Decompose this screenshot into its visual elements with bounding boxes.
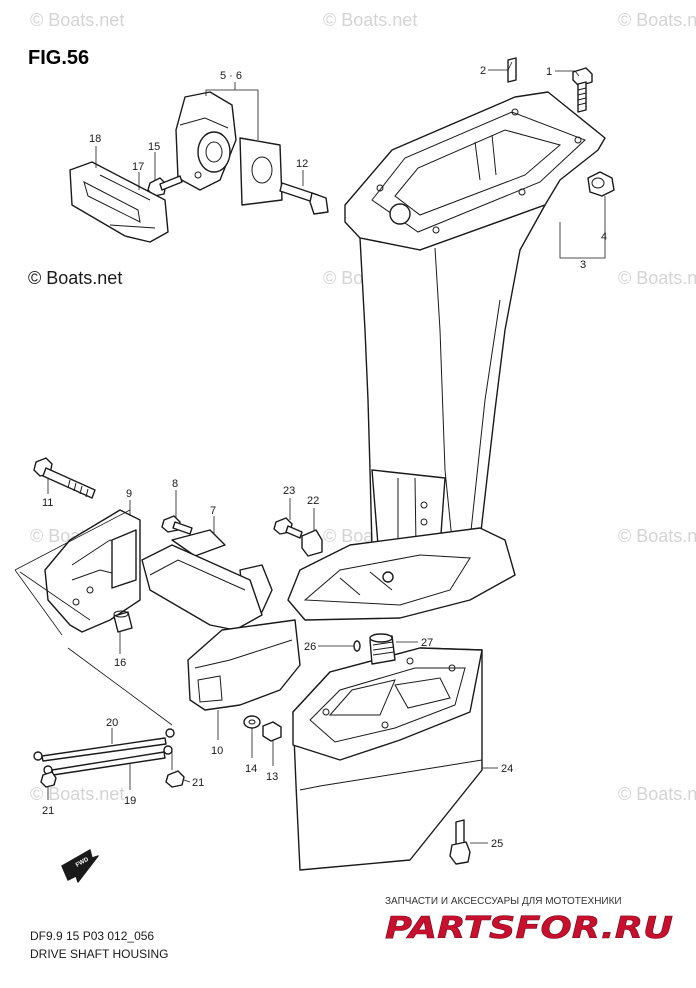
upper-mount-part-5-6 bbox=[175, 91, 237, 191]
nut-part-13 bbox=[262, 721, 282, 742]
callout-15: 15 bbox=[148, 141, 160, 153]
figure-title: FIG.56 bbox=[28, 47, 89, 69]
callout-1: 1 bbox=[546, 66, 552, 78]
watermark: © Boats.net bbox=[30, 784, 124, 804]
callout-22: 22 bbox=[307, 495, 319, 507]
bracket-part-9 bbox=[44, 509, 141, 633]
drive-shaft-housing bbox=[287, 91, 606, 621]
callout-12: 12 bbox=[296, 158, 308, 170]
bolt-part-11 bbox=[33, 457, 96, 499]
rubber-part-22 bbox=[301, 529, 323, 557]
callout-24: 24 bbox=[501, 763, 513, 775]
callout-9: 9 bbox=[126, 488, 132, 500]
ring-part-26 bbox=[353, 640, 361, 652]
callout-13: 13 bbox=[266, 771, 278, 783]
callout-21: 21 bbox=[42, 805, 54, 817]
callout-numbers: 1 2 3 4 5 · 6 7 8 9 10 11 12 13 14 15 16… bbox=[42, 65, 607, 850]
ground-wire-part-20 bbox=[33, 728, 175, 762]
callout-5-6: 5 · 6 bbox=[220, 70, 242, 82]
grommet-part-4 bbox=[587, 171, 615, 197]
watermark: © Boats.net bbox=[30, 10, 124, 30]
callout-23: 23 bbox=[283, 485, 295, 497]
bolt-part-1 bbox=[572, 67, 593, 113]
copyright-notice: © Boats.net bbox=[28, 268, 122, 288]
forward-arrow-icon: FWD bbox=[61, 849, 99, 883]
screw-part-21 bbox=[165, 770, 185, 788]
lower-housing-part-24 bbox=[292, 647, 483, 871]
mount-reference-line bbox=[14, 509, 131, 636]
pin-part-2 bbox=[507, 57, 517, 83]
lower-mount-part-7 bbox=[141, 544, 263, 631]
callout-18: 18 bbox=[89, 133, 101, 145]
watermark: © Boats.net bbox=[618, 784, 696, 804]
mount-plate-part-6 bbox=[239, 137, 283, 206]
diagram-caption: DRIVE SHAFT HOUSING bbox=[30, 947, 168, 961]
callout-25: 25 bbox=[491, 838, 503, 850]
bolt-part-15 bbox=[147, 175, 183, 197]
callout-2: 2 bbox=[480, 65, 486, 77]
watermark: © Boats.net bbox=[618, 526, 696, 546]
callout-20: 20 bbox=[106, 717, 118, 729]
callout-14: 14 bbox=[245, 763, 257, 775]
callout-17: 17 bbox=[132, 161, 144, 173]
watermark: © Boats.net bbox=[618, 10, 696, 30]
callout-26: 26 bbox=[304, 641, 316, 653]
mount-cover-part-10 bbox=[187, 619, 301, 711]
seal-part-27 bbox=[369, 633, 396, 665]
callout-4: 4 bbox=[601, 231, 607, 243]
rubber-mount-part-18 bbox=[69, 161, 169, 243]
partsfor-logo: PARTSFOR.RU bbox=[385, 911, 673, 946]
leader-lines bbox=[47, 61, 606, 844]
watermark: © Boats.net bbox=[618, 268, 696, 288]
callout-27: 27 bbox=[421, 637, 433, 649]
callout-21: 21 bbox=[192, 777, 204, 789]
callout-19: 19 bbox=[124, 795, 136, 807]
callout-3: 3 bbox=[580, 259, 586, 271]
callout-7: 7 bbox=[210, 505, 216, 517]
callout-16: 16 bbox=[114, 657, 126, 669]
promo-tagline: ЗАПЧАСТИ И АКСЕССУАРЫ ДЛЯ МОТОТЕХНИКИ bbox=[385, 896, 622, 907]
screw-part-21 bbox=[40, 771, 57, 788]
callout-11: 11 bbox=[42, 497, 53, 509]
bolt-part-23 bbox=[273, 517, 303, 539]
bolt-part-25 bbox=[449, 819, 471, 865]
bolt-part-12 bbox=[279, 182, 329, 215]
callout-8: 8 bbox=[172, 478, 178, 490]
model-code: DF9.9 15 P03 012_056 bbox=[30, 929, 154, 943]
washer-part-14 bbox=[243, 715, 261, 729]
sleeve-part-16 bbox=[113, 610, 133, 633]
bolt-part-8 bbox=[161, 515, 193, 535]
watermark: © Boats.net bbox=[323, 10, 417, 30]
callout-10: 10 bbox=[211, 745, 223, 757]
